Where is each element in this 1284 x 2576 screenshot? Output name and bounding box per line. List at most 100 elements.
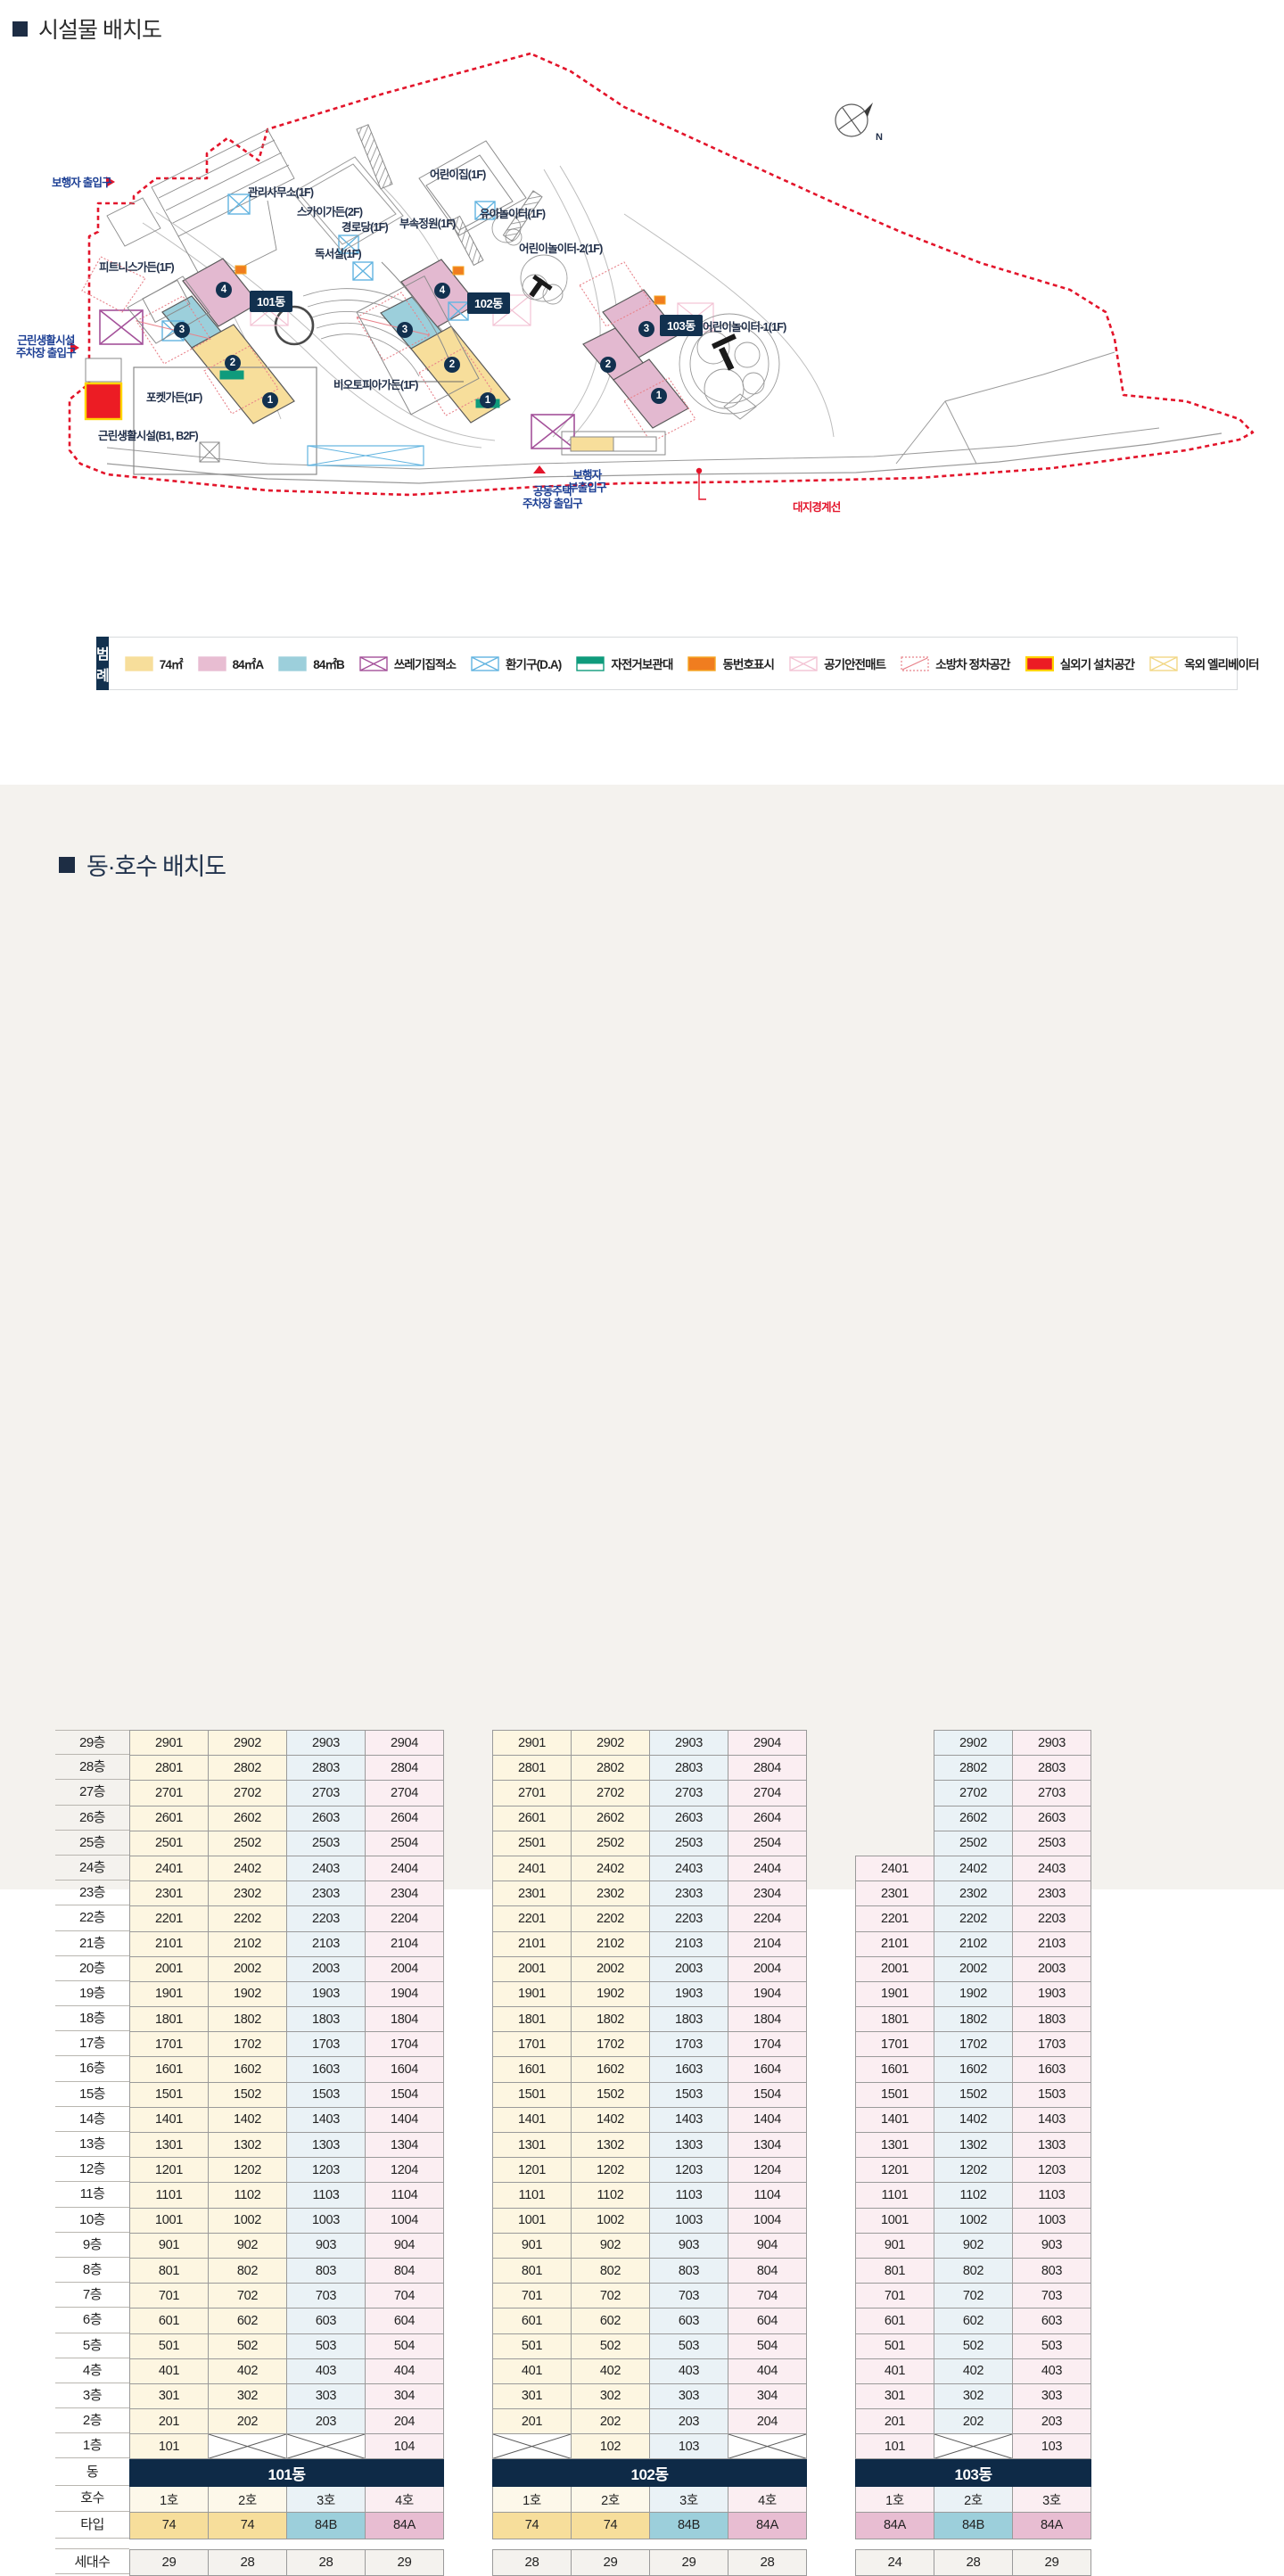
legend-item-6: 동번호표시 (687, 654, 775, 672)
floor-label: 23층 (55, 1881, 129, 1906)
unit-cell: 1202 (208, 2157, 287, 2184)
unit-marker-8: 1 (480, 392, 496, 408)
hosu-cell: 1호 (129, 2486, 209, 2513)
bike-swatch (576, 655, 605, 671)
unit-cell: 2402 (571, 1855, 650, 1882)
unit-cell: 301 (129, 2383, 209, 2410)
unit-cell: 1702 (571, 2031, 650, 2058)
unit-cell: 2903 (649, 1729, 728, 1757)
unit-cell: 2203 (286, 1905, 366, 1932)
unit-cell: 2303 (1012, 1881, 1091, 1907)
unit-cell: 2802 (208, 1755, 287, 1782)
unit-cell: 2901 (492, 1729, 572, 1757)
unit-cell: 804 (728, 2257, 807, 2284)
floor-label: 7층 (55, 2283, 129, 2309)
unit-cell: 1902 (208, 1980, 287, 2008)
unit-cell: 602 (208, 2308, 287, 2334)
unit-cell: 2801 (129, 1755, 209, 1782)
unit-cell: 2402 (934, 1855, 1013, 1882)
unit-cell: 1901 (492, 1980, 572, 2008)
unit-cell: 101 (855, 2433, 934, 2460)
floor-label: 12층 (55, 2157, 129, 2183)
unit-cell: 303 (1012, 2383, 1091, 2410)
unit-cell: 1402 (571, 2106, 650, 2134)
unit-cell: 1904 (728, 1980, 807, 2008)
count-cell: 28 (728, 2548, 807, 2576)
unit-cell: 2704 (728, 1780, 807, 1806)
unit-cell: 503 (1012, 2333, 1091, 2359)
hosu-cell: 4호 (728, 2486, 807, 2513)
unit-cell: 2404 (365, 1855, 444, 1882)
facility-section-title: 시설물 배치도 (0, 0, 1284, 45)
legend-item-10: 옥외 엘리베이터 (1149, 654, 1260, 672)
unit-cell: 2802 (571, 1755, 650, 1782)
floor-label: 17층 (55, 2031, 129, 2057)
unit-cell: 2104 (365, 1930, 444, 1957)
unit-cell: 1803 (1012, 2006, 1091, 2033)
unit-cell: 502 (934, 2333, 1013, 2359)
x-strikeout-icon (493, 2434, 571, 2458)
unit-cell: 2201 (129, 1905, 209, 1932)
fill-swatch (1025, 655, 1054, 671)
unit-cell: 1604 (365, 2056, 444, 2083)
unit-cell: 701 (855, 2283, 934, 2309)
unit-cell: 1102 (571, 2182, 650, 2209)
unit-cell: 602 (571, 2308, 650, 2334)
unit-cell: 1304 (365, 2131, 444, 2159)
unit-cell-absent (856, 1806, 934, 1831)
unit-title-text: 동·호수 배치도 (86, 853, 226, 880)
unit-cell: 204 (365, 2408, 444, 2435)
unit-cell: 603 (286, 2308, 366, 2334)
unit-cell: 2502 (571, 1830, 650, 1856)
unit-cell: 2101 (492, 1930, 572, 1957)
unit-cell: 2403 (649, 1855, 728, 1882)
unit-cell: 201 (855, 2408, 934, 2435)
unit-cell: 2503 (286, 1830, 366, 1856)
count-cell: 29 (1012, 2548, 1091, 2576)
unit-cell: 1401 (492, 2106, 572, 2134)
hosu-cell: 1호 (492, 2486, 572, 2513)
unit-cell: 401 (492, 2358, 572, 2384)
unit-cell: 1702 (208, 2031, 287, 2058)
unit-cell-none (286, 2433, 366, 2460)
unit-cell: 2303 (286, 1881, 366, 1907)
unit-cell: 701 (492, 2283, 572, 2309)
cross-box (1149, 655, 1178, 671)
unit-cell: 804 (365, 2257, 444, 2284)
unit-cell-none (208, 2433, 287, 2460)
legend-item-label: 자전거보관대 (611, 658, 673, 671)
unit-cell: 1002 (571, 2207, 650, 2234)
unit-cell: 2001 (129, 1955, 209, 1982)
unit-cell: 1904 (365, 1980, 444, 2008)
unit-cell: 1303 (1012, 2131, 1091, 2159)
unit-cell: 103 (649, 2433, 728, 2460)
unit-cell: 402 (934, 2358, 1013, 2384)
floor-label: 1층 (55, 2433, 129, 2459)
unit-cell: 1001 (855, 2207, 934, 2234)
type-cell: 84B (286, 2511, 366, 2539)
unit-cell: 201 (129, 2408, 209, 2435)
unit-cell: 2604 (728, 1805, 807, 1831)
unit-cell: 901 (855, 2232, 934, 2259)
unit-marker-5: 4 (434, 283, 450, 299)
floor-label: 3층 (55, 2383, 129, 2409)
map-label-fitness-garden: 피트니스가든(1F) (99, 261, 175, 274)
unit-cell: 1802 (208, 2006, 287, 2033)
